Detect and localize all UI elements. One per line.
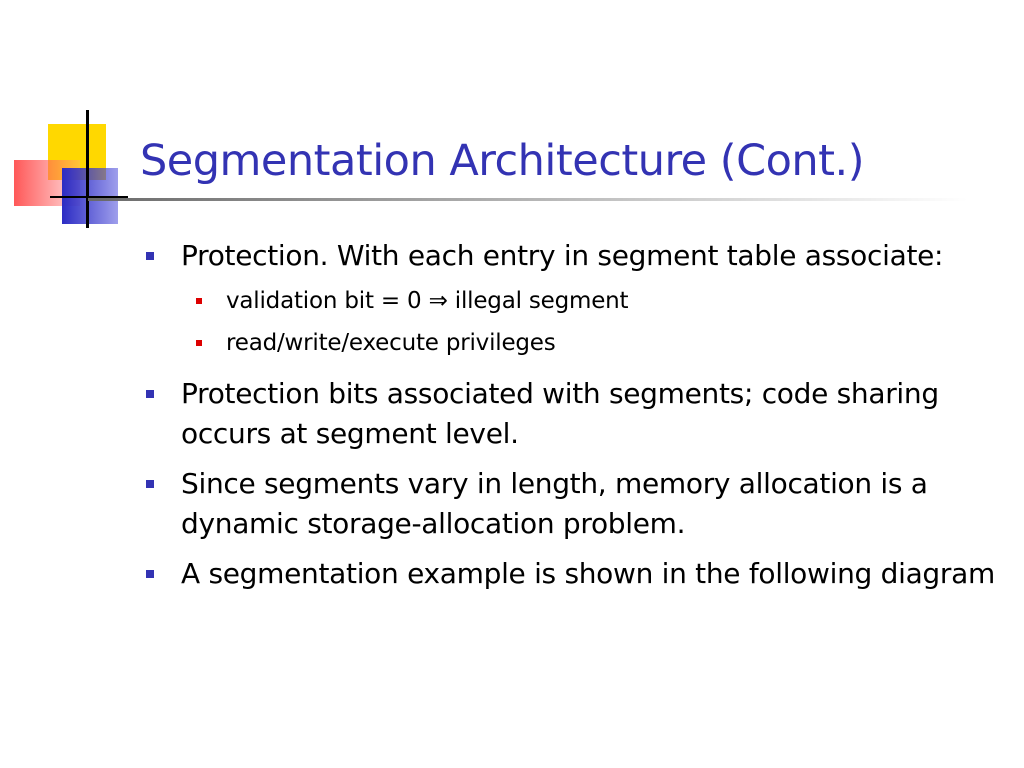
sub-bullet-item: validation bit = 0 ⇒ illegal segment [181, 280, 1012, 322]
bullet-list: Protection. With each entry in segment t… [142, 236, 1012, 604]
slide-title: Segmentation Architecture (Cont.) [140, 136, 864, 186]
square-bullet-icon [146, 570, 154, 578]
bullet-item: Protection bits associated with segments… [142, 374, 1012, 454]
square-subbullet-icon [196, 340, 202, 346]
square-bullet-icon [146, 390, 154, 398]
sub-bullet-list: validation bit = 0 ⇒ illegal segment rea… [181, 280, 1012, 364]
bullet-text: Protection bits associated with segments… [181, 377, 939, 450]
slide-logo-decoration [0, 0, 140, 240]
square-bullet-icon [146, 480, 154, 488]
logo-vertical-line [86, 110, 89, 228]
sub-bullet-item: read/write/execute privileges [181, 322, 1012, 364]
bullet-item: Since segments vary in length, memory al… [142, 464, 1012, 544]
square-subbullet-icon [196, 298, 202, 304]
bullet-item: Protection. With each entry in segment t… [142, 236, 1012, 364]
logo-horizontal-line [50, 196, 128, 198]
bullet-text: A segmentation example is shown in the f… [181, 557, 995, 590]
square-bullet-icon [146, 252, 154, 260]
sub-bullet-text: validation bit = 0 ⇒ illegal segment [226, 288, 629, 314]
bullet-item: A segmentation example is shown in the f… [142, 554, 1012, 594]
sub-bullet-text: read/write/execute privileges [226, 330, 556, 356]
bullet-text: Since segments vary in length, memory al… [181, 467, 928, 540]
bullet-text: Protection. With each entry in segment t… [181, 239, 944, 272]
title-underline [88, 198, 968, 201]
